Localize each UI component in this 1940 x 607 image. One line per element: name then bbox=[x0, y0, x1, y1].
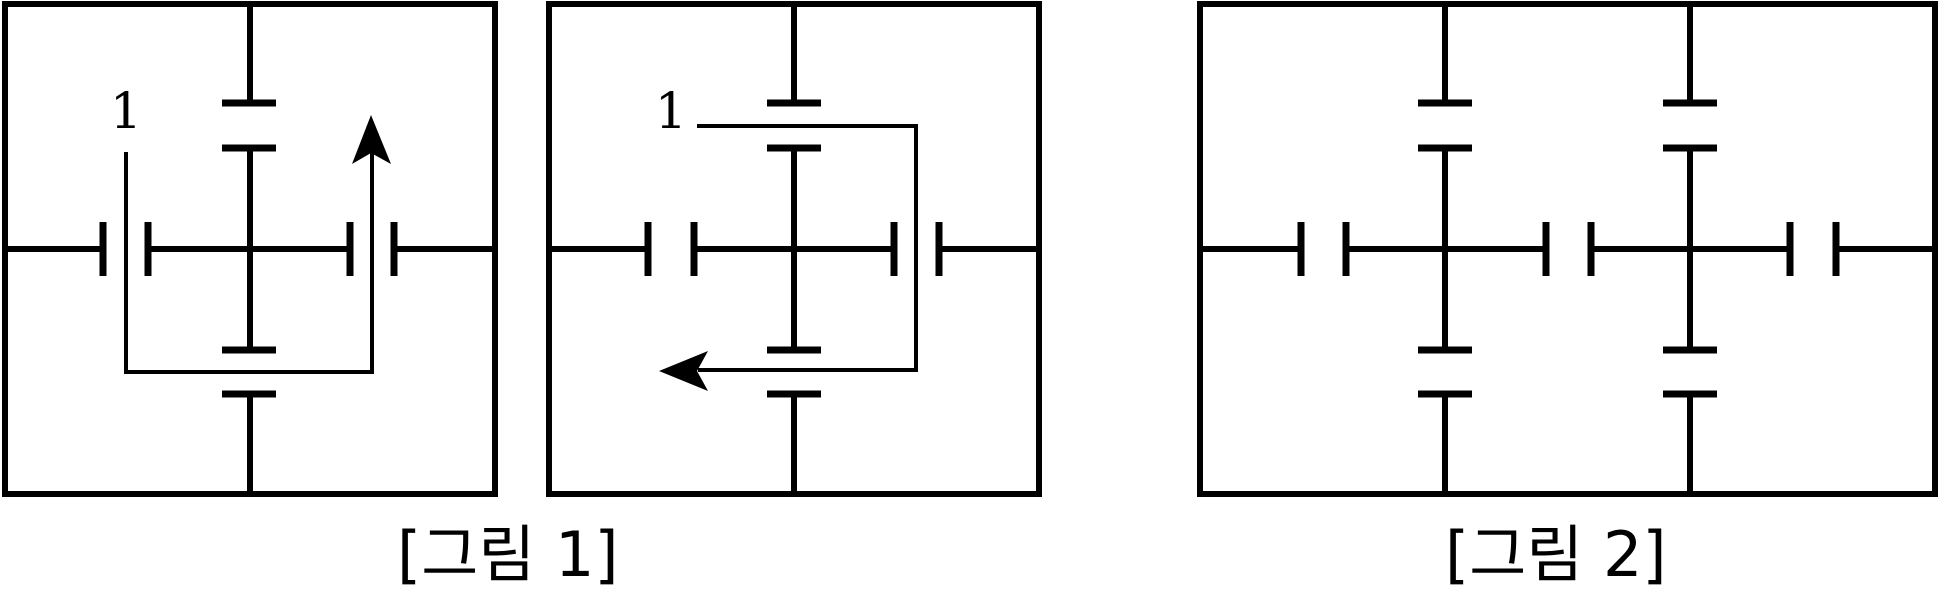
path-start-label: 1 bbox=[655, 82, 687, 140]
figure1-left-panel bbox=[2, 1, 498, 497]
figure2-caption: [그림 2] bbox=[1445, 518, 1667, 591]
path-line bbox=[124, 150, 374, 374]
figure1-right-panel bbox=[546, 1, 1042, 497]
path-line bbox=[697, 124, 918, 372]
arrowhead-up bbox=[352, 115, 391, 164]
figure1-caption: [그림 1] bbox=[397, 518, 619, 591]
arrowhead-left bbox=[659, 351, 708, 391]
room-boundary bbox=[1197, 1, 1938, 497]
figure2-panel bbox=[1197, 1, 1938, 497]
path-start-label: 1 bbox=[110, 82, 142, 140]
